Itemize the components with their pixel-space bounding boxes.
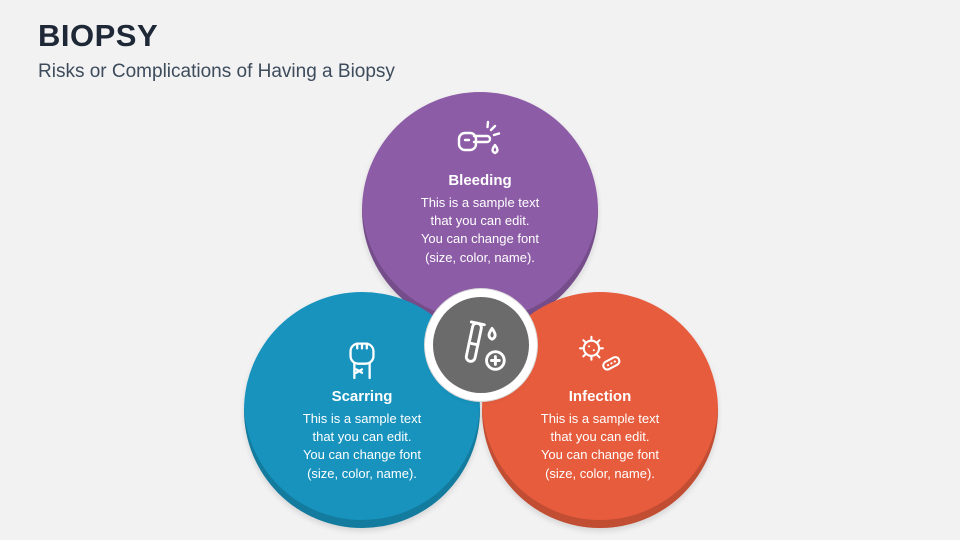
infection-label: Infection (568, 388, 632, 405)
bleeding-hand-icon (454, 118, 506, 164)
scarring-body-text: This is a sample text that you can edit.… (302, 411, 422, 481)
slide-subtitle: Risks or Complications of Having a Biops… (38, 61, 395, 82)
center-hub (433, 297, 529, 393)
scarring-circle: Scarring This is a sample text that you … (244, 292, 480, 528)
infection-body-text: This is a sample text that you can edit.… (540, 411, 660, 481)
scarring-fist-icon (341, 334, 383, 380)
slide-title: BIOPSY (38, 18, 159, 53)
infection-germs-icon (576, 334, 624, 380)
scarring-label: Scarring (331, 388, 393, 405)
bleeding-label: Bleeding (448, 172, 512, 189)
bleeding-circle: Bleeding This is a sample text that you … (362, 92, 598, 328)
biopsy-sample-icon (450, 314, 512, 376)
bleeding-body-text: This is a sample text that you can edit.… (420, 195, 540, 265)
